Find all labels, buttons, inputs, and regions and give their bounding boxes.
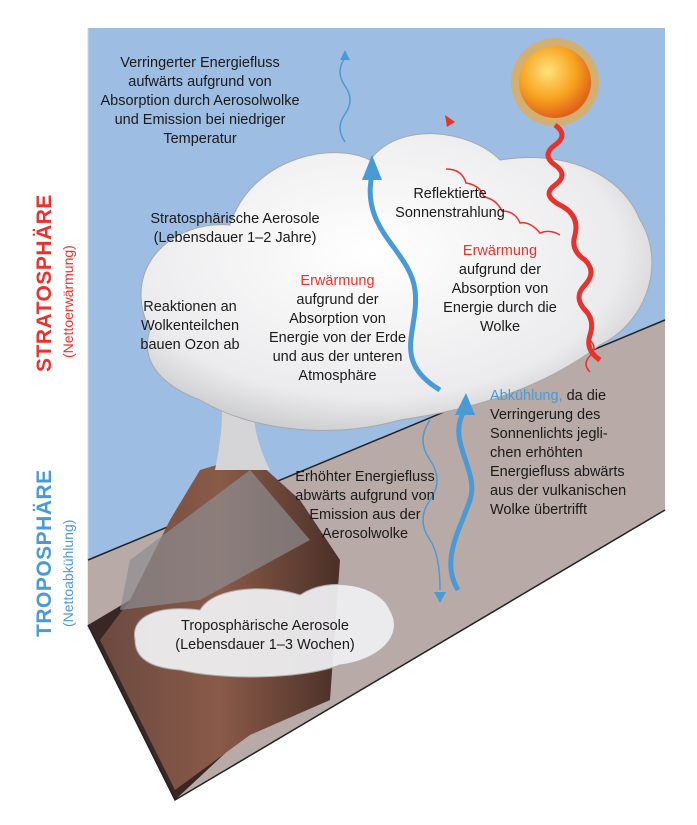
ozone-label: Reaktionen an Wolkenteilchen bauen Ozon … [125, 298, 255, 355]
stratospheric-aerosols-label: Stratosphärische Aerosole (Lebensdauer 1… [135, 210, 335, 248]
text-line: (Lebensdauer 1–3 Wochen) [175, 637, 355, 653]
downward-flux-thick-arrow [367, 174, 442, 393]
text-line: Erhöhter Energiefluss [295, 469, 435, 485]
tropospheric-cloud [134, 583, 395, 678]
text-line: bauen Ozon ab [140, 337, 240, 353]
text-line: Stratosphärische Aerosole [150, 211, 320, 227]
troposphere-title: TROPOSPHÄRE [33, 469, 56, 637]
text-line: Energie von der Erde [268, 330, 407, 346]
reflected-sunlight-label: Reflektierte Sonnenstrahlung [380, 185, 520, 223]
text-line: Sonnenlichts jegli- [490, 426, 608, 442]
stratosphere-subtitle-wrap: (Nettoerwärmung) [60, 245, 76, 358]
tropospheric-aerosols-label: Troposphärische Aerosole (Lebensdauer 1–… [160, 617, 370, 655]
text-line: aufgrund der [296, 292, 379, 308]
warming-highlight: Erwärmung [300, 273, 375, 289]
stratospheric-cloud [140, 133, 653, 431]
text-line: Atmosphäre [298, 368, 377, 384]
text-line: abwärts aufgrund von [295, 488, 435, 504]
text-line: Aerosolwolke [321, 526, 409, 542]
troposphere-subtitle-wrap: (Nettoabkühlung) [60, 520, 76, 627]
cooling-arrow [448, 408, 475, 592]
incoming-sunlight-arrow [545, 122, 602, 363]
text-line: Energiefluss abwärts [490, 464, 625, 480]
reflected-sunlight-arrow [445, 168, 561, 236]
downward-flux-label: Erhöhter Energiefluss abwärts aufgrund v… [280, 468, 450, 544]
earth-warming-label: Erwärmung aufgrund der Absorption von En… [255, 272, 420, 386]
text-line: und Emission bei niedriger [114, 112, 286, 128]
stratosphere-subtitle: (Nettoerwärmung) [60, 245, 76, 358]
text-line: (Lebensdauer 1–2 Jahre) [153, 230, 317, 246]
text-line: Reflektierte [413, 186, 487, 202]
text-line: aus der vulkanischen [490, 483, 627, 499]
downward-flux-thin-arrow [422, 419, 441, 591]
stratosphere-title: STRATOSPHÄRE [33, 194, 56, 372]
text-line: chen erhöhten [490, 445, 583, 461]
text-line: Absorption durch Aerosolwolke [100, 93, 300, 109]
upward-flux-label: Verringerter Energiefluss aufwärts aufgr… [90, 54, 310, 149]
text-line: Absorption von [451, 281, 549, 297]
troposphere-subtitle: (Nettoabkühlung) [60, 519, 76, 627]
text-line: Verringerung des [490, 407, 601, 423]
text-line: Sonnenstrahlung [395, 205, 505, 221]
cloud-warming-label: Erwärmung aufgrund der Absorption von En… [425, 242, 575, 337]
text-line: Wolke [479, 319, 521, 335]
sun-icon [511, 38, 599, 126]
warming-highlight: Erwärmung [462, 243, 538, 259]
text-line: da die [562, 388, 607, 404]
text-line: und aus der unteren [272, 349, 403, 365]
text-line: Wolke übertrifft [490, 502, 587, 518]
text-line: aufwärts aufgrund von [128, 74, 272, 90]
text-line: Troposphärische Aerosole [181, 618, 349, 634]
upward-flux-arrow [339, 57, 351, 143]
text-line: Reaktionen an [143, 299, 237, 315]
troposphere-label: TROPOSPHÄRE [33, 469, 57, 637]
text-line: Absorption von [289, 311, 386, 327]
text-line: Energie durch die [443, 300, 557, 316]
text-line: aufgrund der [458, 262, 542, 278]
stratosphere-label: STRATOSPHÄRE [33, 194, 57, 372]
cooling-label: Abkühlung, da die Verringerung des Sonne… [490, 387, 660, 520]
text-line: Emission aus der [309, 507, 421, 523]
cooling-highlight: Abkühlung, [490, 388, 563, 404]
text-line: Verringerter Energiefluss [120, 55, 280, 71]
text-line: Temperatur [163, 131, 237, 147]
text-line: Wolkenteilchen [140, 318, 240, 334]
